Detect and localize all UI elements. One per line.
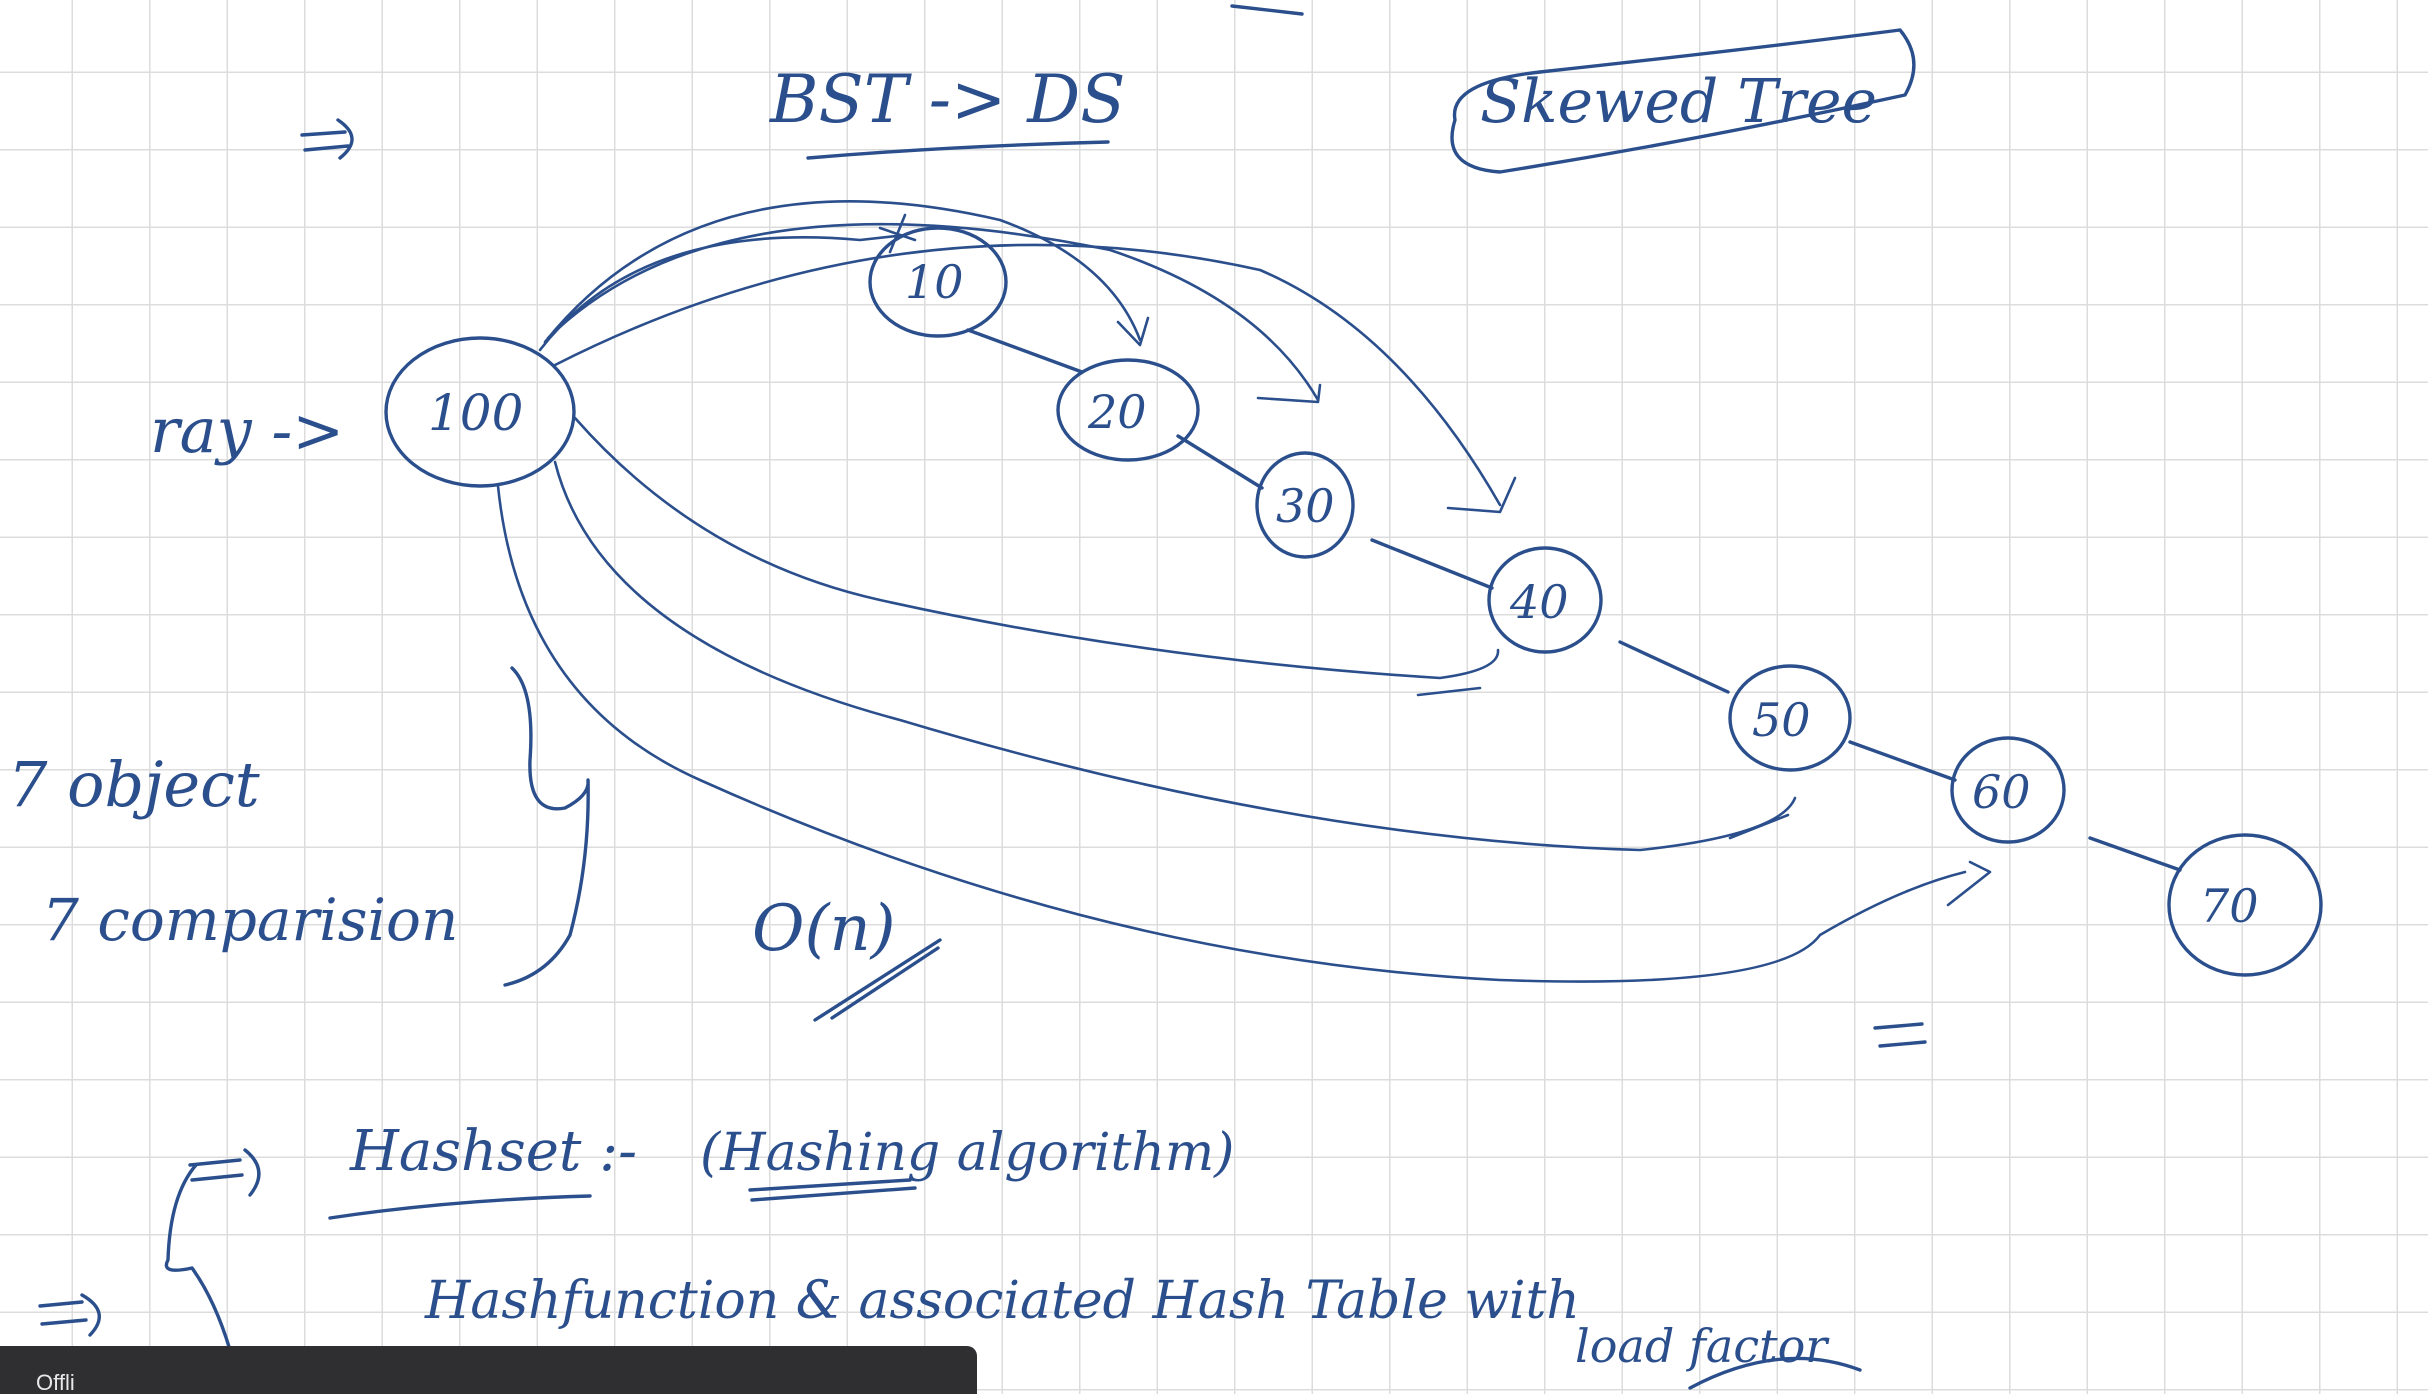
skewed-tree-bubble: [1450, 28, 1916, 174]
left-brace: [164, 1163, 232, 1352]
comparison-arrow: [546, 222, 1322, 404]
hashset-detail: (Hashing algorithm): [700, 1123, 1234, 1183]
comparison-arrow: [553, 243, 1517, 514]
node-value: 30: [1276, 479, 1335, 533]
curly-brace: [503, 666, 590, 987]
node-value: 50: [1752, 693, 1811, 747]
stray-stroke: [1230, 4, 1304, 16]
hashset-detail-underline: [748, 1178, 917, 1202]
comparison-note: 7 comparision: [42, 886, 458, 954]
comparison-arrow: [573, 416, 1500, 697]
tree-node: 60: [1950, 736, 2066, 844]
node-value: 40: [1509, 575, 1569, 629]
comparison-arrow: [496, 484, 1992, 983]
tree-node: 70: [2167, 833, 2323, 977]
hashfunction-line: Hashfunction & associated Hash Table wit…: [424, 1271, 1580, 1331]
equals-mark: [1873, 1022, 1927, 1048]
node-value: 60: [1972, 765, 2031, 819]
edge: [966, 328, 1084, 374]
root-node: 100: [384, 336, 576, 488]
edge: [1848, 740, 1957, 782]
tree-node: 30: [1255, 451, 1355, 559]
implies-arrow-bottom: [38, 1293, 101, 1337]
comparison-arrow: [543, 200, 1150, 347]
load-factor: load factor: [1575, 1319, 1830, 1373]
implies-arrow-top: [300, 118, 354, 160]
root-arrow-label: ray ->: [150, 394, 344, 467]
status-toast: Offli: [0, 1346, 977, 1394]
load-factor-stroke: [1688, 1356, 1862, 1390]
skewed-tree-label: Skewed Tree: [1480, 67, 1877, 137]
hashset-underline: [328, 1194, 592, 1220]
hashset-label: Hashset :-: [349, 1119, 637, 1184]
node-value: 10: [905, 255, 964, 309]
title-text: BST -> DS: [769, 61, 1125, 138]
comparison-arrow: [538, 233, 907, 352]
edge: [1618, 640, 1730, 694]
status-toast-text: Offli: [36, 1370, 75, 1394]
cross-mark: [878, 213, 917, 254]
tree-node: 20: [1056, 358, 1200, 462]
node-value: 20: [1087, 385, 1147, 439]
complexity-underline: [813, 938, 942, 1022]
complexity-note: O(n): [752, 892, 896, 966]
edge: [2088, 836, 2182, 872]
tree-node: 40: [1487, 546, 1603, 654]
edge: [1370, 538, 1494, 590]
comparison-arrow: [553, 460, 1797, 852]
title-underline: [806, 140, 1110, 160]
tree-node: 10: [868, 226, 1008, 338]
root-node-value: 100: [428, 384, 523, 442]
node-value: 70: [2200, 879, 2259, 933]
implies-arrow-hashset: [188, 1148, 261, 1197]
objects-note: 7 object: [8, 748, 260, 821]
edge: [1176, 434, 1264, 490]
tree-node: 50: [1728, 664, 1852, 772]
